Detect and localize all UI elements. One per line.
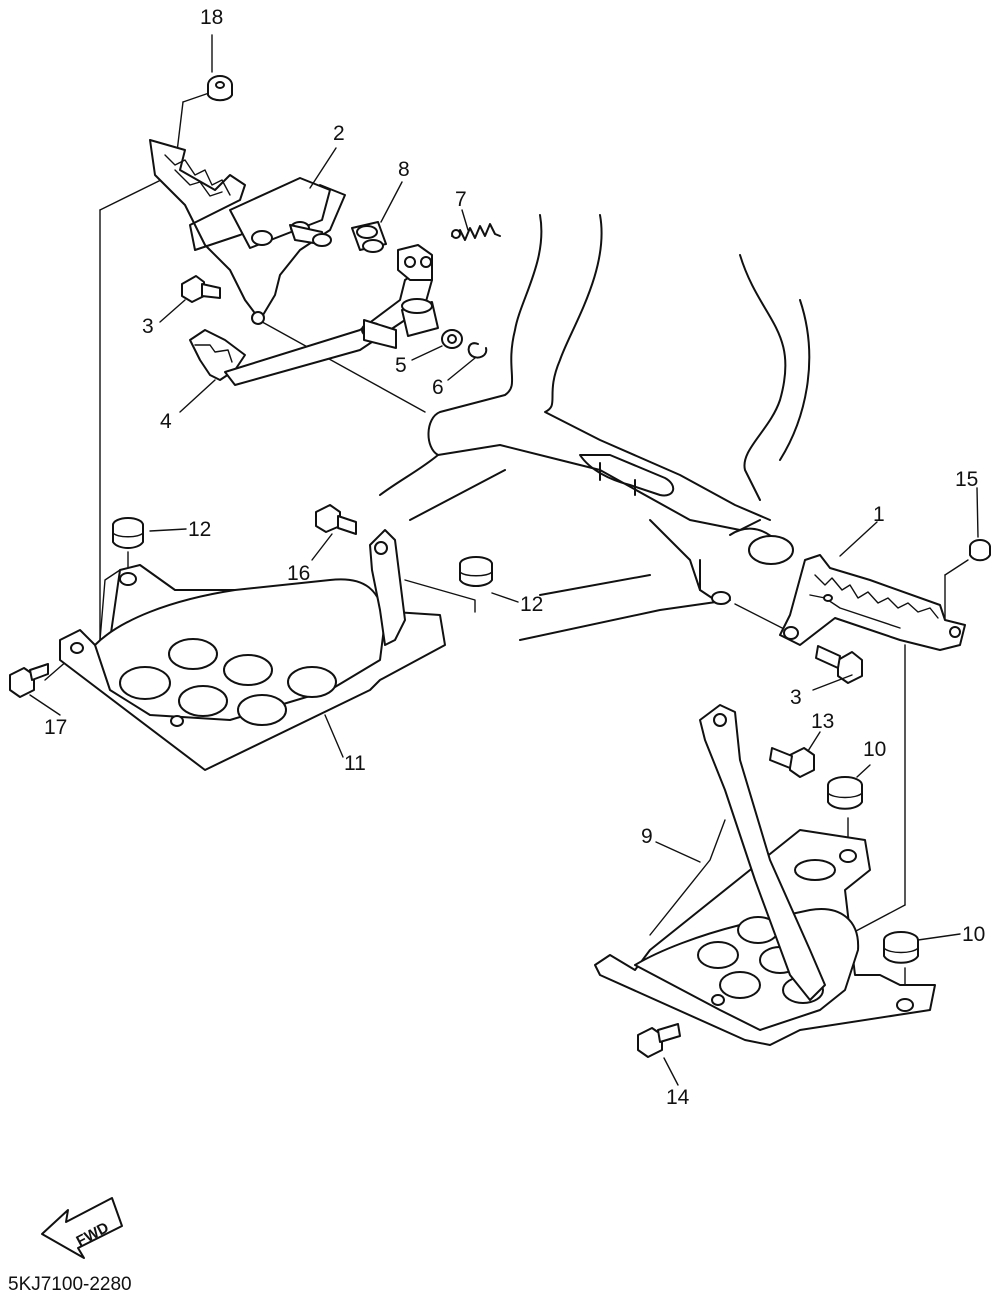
callout-9: 9: [641, 825, 653, 848]
part-13-bolt: [769, 747, 815, 778]
callout-10-lower: 10: [962, 923, 985, 946]
callout-3-left: 3: [142, 315, 154, 338]
callout-14: 14: [666, 1086, 690, 1109]
diagram-code: 5KJ7100-2280: [8, 1274, 132, 1295]
callout-18: 18: [200, 6, 223, 29]
callout-17: 17: [44, 716, 67, 739]
fwd-arrow: FWD: [41, 1197, 123, 1259]
callout-16: 16: [287, 562, 310, 585]
callout-13: 13: [811, 710, 834, 733]
part-9-right-guard: [594, 704, 936, 1046]
callout-12-right: 12: [520, 593, 543, 616]
part-2-footrest-bracket: [149, 139, 346, 325]
callout-labels: 18 2 8 7 3 5 6 4 12 16 12 17 11 1 15 3 1…: [44, 6, 985, 1109]
part-1-right-footrest: [779, 554, 966, 651]
part-6-circlip: [467, 342, 488, 359]
part-3-bolt-right: [815, 645, 863, 684]
part-7-spring: [451, 223, 501, 241]
callout-15: 15: [955, 468, 978, 491]
part-3-bolt-left: [181, 275, 221, 303]
callout-5: 5: [395, 354, 407, 377]
callout-2: 2: [333, 122, 345, 145]
part-18-damper: [207, 75, 233, 102]
callout-4: 4: [160, 410, 172, 433]
callout-8: 8: [398, 158, 410, 181]
part-14-bolt: [637, 1023, 681, 1058]
part-5-bushing: [401, 298, 463, 349]
part-4-brake-lever: [189, 244, 433, 386]
callout-3-right: 3: [790, 686, 802, 709]
callout-11: 11: [344, 752, 366, 775]
part-12-grommet-left: [112, 517, 144, 549]
callout-6: 6: [432, 376, 444, 399]
part-16-bolt: [315, 504, 357, 535]
part-15-damper: [969, 539, 991, 562]
part-10-grommet-upper: [827, 776, 863, 810]
callout-leaders: [29, 34, 979, 1086]
part-11-left-guard: [59, 529, 446, 771]
part-12-grommet-right: [459, 556, 493, 587]
callout-1: 1: [873, 503, 885, 526]
part-17-bolt: [9, 663, 49, 698]
callout-10-upper: 10: [863, 738, 886, 761]
part-8-collar: [351, 221, 387, 253]
part-10-grommet-lower: [883, 931, 919, 964]
frame-outline: [379, 214, 811, 641]
callout-7: 7: [455, 188, 467, 211]
callout-12-left: 12: [188, 518, 211, 541]
